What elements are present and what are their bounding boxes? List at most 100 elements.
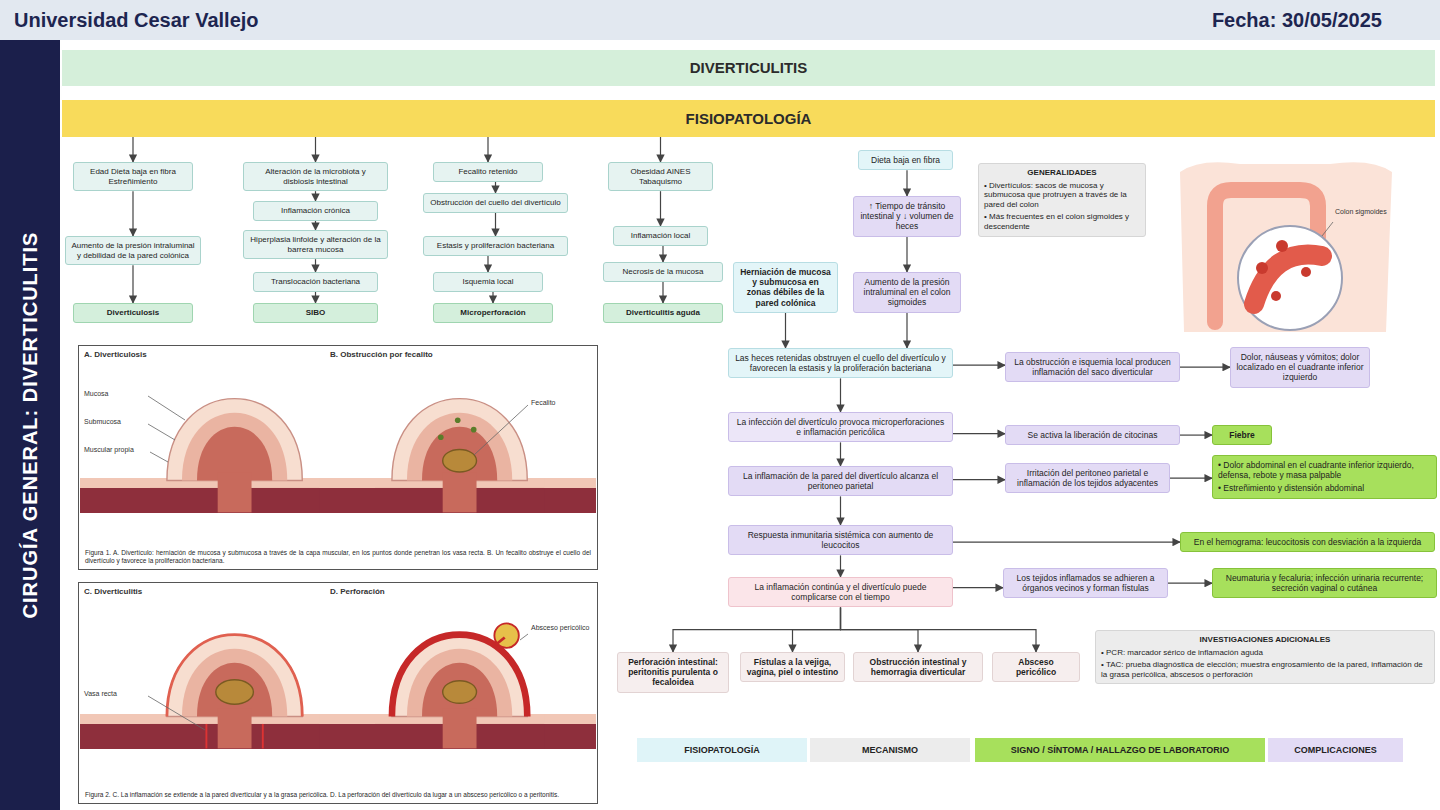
diverticulum-figure bbox=[150, 399, 319, 513]
title-band: DIVERTICULITIS bbox=[62, 50, 1435, 86]
flow-arrow bbox=[660, 137, 661, 162]
illustration-part bbox=[150, 452, 168, 462]
flow-arrow bbox=[495, 182, 496, 193]
section-band: FISIOPATOLOGÍA bbox=[62, 100, 1435, 137]
box-text: Dolor, náuseas y vómitos; dolor localiza… bbox=[1236, 352, 1364, 383]
box-text: Diverticulosis bbox=[79, 308, 187, 318]
diverticulum-figure bbox=[375, 399, 544, 513]
leader-line bbox=[148, 396, 528, 730]
illustration-part bbox=[150, 635, 319, 749]
illustration-part bbox=[438, 434, 444, 440]
illustration-part bbox=[375, 635, 544, 749]
illustration-part bbox=[1301, 267, 1311, 277]
legend-text: FISIOPATOLOGÍA bbox=[684, 745, 760, 755]
legend-text: COMPLICACIONES bbox=[1294, 745, 1377, 755]
flow-arrow bbox=[673, 607, 841, 652]
legend-swatch: COMPLICACIONES bbox=[1268, 738, 1403, 762]
box-text: Diverticulitis aguda bbox=[609, 308, 717, 318]
result-box: Diverticulosis bbox=[73, 303, 193, 323]
flow-arrow bbox=[315, 191, 316, 201]
header-band: Universidad Cesar VallejoFecha: 30/05/20… bbox=[0, 0, 1440, 40]
part-label: Colon sigmoides bbox=[1335, 208, 1397, 216]
box-text: Los tejidos inflamados se adhieren a órg… bbox=[1009, 573, 1162, 593]
complication-box: Fístulas a la vejiga, vagina, piel o int… bbox=[740, 652, 845, 682]
box-text: Absceso pericólico bbox=[998, 657, 1074, 677]
mechanism-box: La obstrucción e isquemia local producen… bbox=[1005, 352, 1180, 382]
process-box: Hiperplasia linfoide y alteración de la … bbox=[243, 230, 388, 259]
box-text: Herniación de mucosa y submucosa en zona… bbox=[739, 267, 832, 308]
box-text: SIBO bbox=[259, 308, 372, 318]
legend-swatch: FISIOPATOLOGÍA bbox=[637, 738, 807, 762]
part-label: Fecalito bbox=[531, 399, 593, 407]
part-label: Muscular propia bbox=[84, 446, 148, 454]
flow-arrow bbox=[132, 265, 133, 303]
legend-swatch: MECANISMO bbox=[810, 738, 970, 762]
illustration-part bbox=[495, 637, 504, 645]
process-box: Necrosis de la mucosa bbox=[603, 262, 723, 282]
box-text: Obesidad AINES Tabaquismo bbox=[614, 167, 707, 186]
mechanism-box: ↑ Tiempo de tránsito intestinal y ↓ volu… bbox=[853, 196, 961, 237]
box-heading: INVESTIGACIONES ADICIONALES bbox=[1101, 635, 1429, 645]
title-text: DIVERTICULITIS bbox=[62, 50, 1435, 86]
illustration-part bbox=[1276, 240, 1288, 252]
process-box: Alteración de la microbiota y disbiosis … bbox=[243, 162, 388, 191]
illustration-part bbox=[1238, 226, 1342, 330]
flow-arrow bbox=[906, 313, 907, 348]
figure-title: C. Diverticulitis bbox=[84, 587, 224, 596]
flow-arrow bbox=[793, 607, 841, 652]
flow-arrow bbox=[315, 137, 316, 162]
box-text: Fecha: 30/05/2025 bbox=[1212, 8, 1382, 32]
part-label: Submucosa bbox=[84, 418, 146, 426]
box-text: Dieta baja en fibra bbox=[864, 155, 947, 165]
box-text: Obstrucción del cuello del divertículo bbox=[429, 198, 562, 208]
process-box: Estasis y proliferación bacteriana bbox=[423, 236, 568, 256]
box-text: Inflamación local bbox=[619, 231, 702, 241]
process-box: Dieta baja en fibra bbox=[858, 150, 953, 170]
box-text: Figura 2. C. La inflamación se extiende … bbox=[85, 791, 591, 799]
process-box: Obstrucción del cuello del divertículo bbox=[423, 193, 568, 213]
complication-box: Obstrucción intestinal y hemorragia dive… bbox=[853, 652, 983, 682]
flow-arrow bbox=[1170, 478, 1212, 479]
box-text: Perforación intestinal: peritonitis puru… bbox=[623, 657, 723, 688]
process-box: Edad Dieta baja en fibra Estreñimiento bbox=[73, 162, 193, 191]
process-box: Translocación bacteriana bbox=[253, 272, 378, 292]
box-text: Respuesta inmunitaria sistémica con aume… bbox=[734, 530, 947, 550]
complication-box: Dolor, náuseas y vómitos; dolor localiza… bbox=[1230, 347, 1370, 388]
result-box: Microperforación bbox=[433, 303, 553, 323]
box-text: La inflamación continúa y el divertículo… bbox=[734, 582, 947, 602]
illustration-part bbox=[443, 681, 477, 704]
flow-arrow bbox=[840, 496, 841, 525]
process-box: Aumento de la presión intraluminal y deb… bbox=[65, 236, 201, 265]
illustration-part bbox=[148, 424, 175, 440]
box-text: Las heces retenidas obstruyen el cuello … bbox=[734, 353, 947, 373]
diverticulum-figure bbox=[150, 635, 319, 749]
box-text: Isquemia local bbox=[439, 277, 537, 287]
box-text: Edad Dieta baja en fibra Estreñimiento bbox=[79, 167, 187, 186]
box-text: La obstrucción e isquemia local producen… bbox=[1011, 357, 1174, 377]
illustration-part bbox=[205, 724, 207, 748]
figure-title: D. Perforación bbox=[330, 587, 470, 596]
illustration-part bbox=[148, 696, 205, 730]
illustration-part bbox=[1322, 222, 1333, 236]
sign-box: Fiebre bbox=[1212, 425, 1272, 445]
illustration-part bbox=[494, 623, 518, 647]
illustration-part bbox=[520, 634, 528, 640]
process-box: Isquemia local bbox=[433, 272, 543, 292]
figure-title: A. Diverticulosis bbox=[84, 350, 224, 359]
box-text: • Dolor abdominal en el cuadrante inferi… bbox=[1218, 460, 1431, 480]
flow-arrow bbox=[785, 313, 786, 348]
box-text: La inflamación de la pared del divertícu… bbox=[734, 471, 947, 491]
flow-arrow bbox=[315, 259, 316, 272]
process-box: Las heces retenidas obstruyen el cuello … bbox=[728, 348, 953, 378]
box-text: • PCR: marcador sérico de inflamación ag… bbox=[1101, 648, 1429, 658]
box-text: FISIOPATOLOGÍA bbox=[62, 110, 1435, 128]
illustration-part bbox=[471, 427, 477, 433]
diverticulum-figure bbox=[375, 623, 544, 748]
illustration-part bbox=[1271, 291, 1281, 301]
flow-arrow bbox=[495, 213, 496, 236]
box-text: • TAC: prueba diagnóstica de elección; m… bbox=[1101, 660, 1429, 679]
illustration-part bbox=[262, 724, 264, 748]
illustration-part bbox=[455, 417, 461, 423]
illustration-part bbox=[474, 405, 528, 455]
